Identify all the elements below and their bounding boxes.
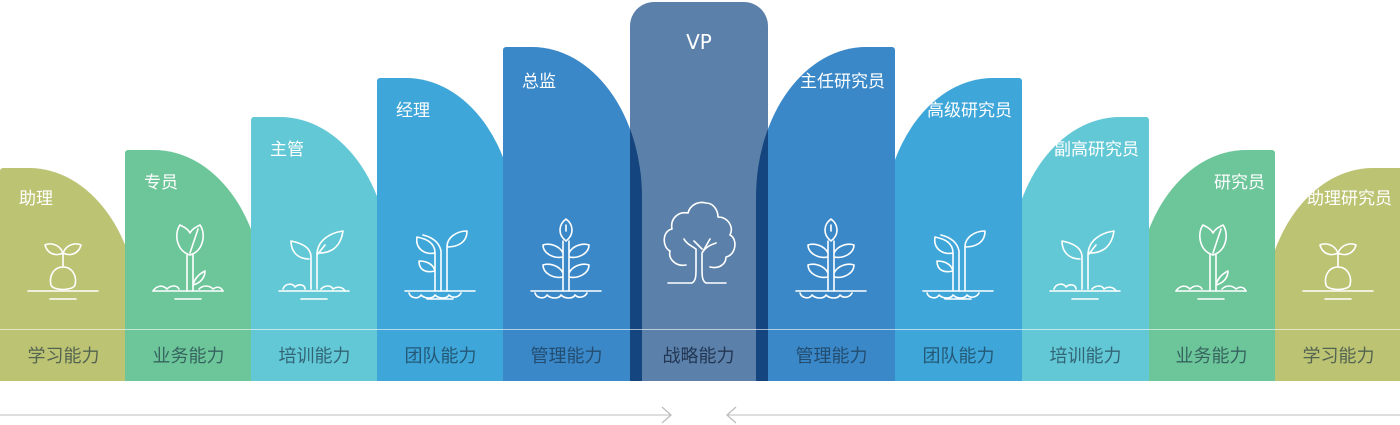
tree-icon xyxy=(652,187,742,297)
skill-label: 学习能力 xyxy=(1302,346,1375,367)
column-seed-sprout: 助理研究员学习能力 xyxy=(1263,168,1400,381)
column-tall-plant: 主任研究员管理能力 xyxy=(756,47,895,381)
skill-label: 战略能力 xyxy=(662,346,735,367)
level-title: 主管 xyxy=(270,140,304,160)
leaf-sprout-icon xyxy=(143,195,233,305)
skill-label: 培训能力 xyxy=(1049,346,1122,367)
column-vp: VP 战略能力 xyxy=(630,2,768,381)
skill-label: 培训能力 xyxy=(278,346,351,367)
column-young-plant: 高级研究员团队能力 xyxy=(883,78,1022,381)
skill-label: 团队能力 xyxy=(404,346,477,367)
column-leaf-sprout: 研究员业务能力 xyxy=(1136,150,1275,381)
level-title: 总监 xyxy=(522,72,556,92)
arrow-right-icon xyxy=(0,406,672,424)
level-title: 副高研究员 xyxy=(1054,140,1139,160)
level-title: 经理 xyxy=(396,101,430,121)
column-tall-plant: 总监管理能力 xyxy=(503,47,642,381)
tall-plant-icon xyxy=(521,195,611,305)
column-seedling: 主管培训能力 xyxy=(251,117,390,381)
column-leaf-sprout: 专员业务能力 xyxy=(125,150,264,381)
level-title: 主任研究员 xyxy=(800,72,885,92)
leaf-sprout-icon xyxy=(1166,195,1256,305)
level-title: 助理研究员 xyxy=(1307,189,1392,209)
young-plant-icon xyxy=(395,195,485,305)
level-title: 高级研究员 xyxy=(927,101,1012,121)
skill-label: 业务能力 xyxy=(1175,346,1248,367)
seedling-icon xyxy=(1040,195,1130,305)
column-seedling: 副高研究员培训能力 xyxy=(1010,117,1149,381)
arrow-left-icon xyxy=(726,406,1400,424)
level-title: 专员 xyxy=(144,173,178,193)
seed-sprout-icon xyxy=(1293,195,1383,305)
column-young-plant: 经理团队能力 xyxy=(377,78,516,381)
divider-line xyxy=(0,329,1400,330)
young-plant-icon xyxy=(913,195,1003,305)
column-seed-sprout: 助理学习能力 xyxy=(0,168,139,381)
seed-sprout-icon xyxy=(18,195,108,305)
skill-label: 业务能力 xyxy=(152,346,225,367)
tall-plant-icon xyxy=(786,195,876,305)
seedling-icon xyxy=(269,195,359,305)
level-title: 研究员 xyxy=(1214,173,1265,193)
skill-label: 管理能力 xyxy=(530,346,603,367)
level-title: 助理 xyxy=(19,189,53,209)
level-title: VP xyxy=(686,30,712,54)
skill-label: 管理能力 xyxy=(795,346,868,367)
skill-label: 团队能力 xyxy=(922,346,995,367)
skill-label: 学习能力 xyxy=(27,346,100,367)
